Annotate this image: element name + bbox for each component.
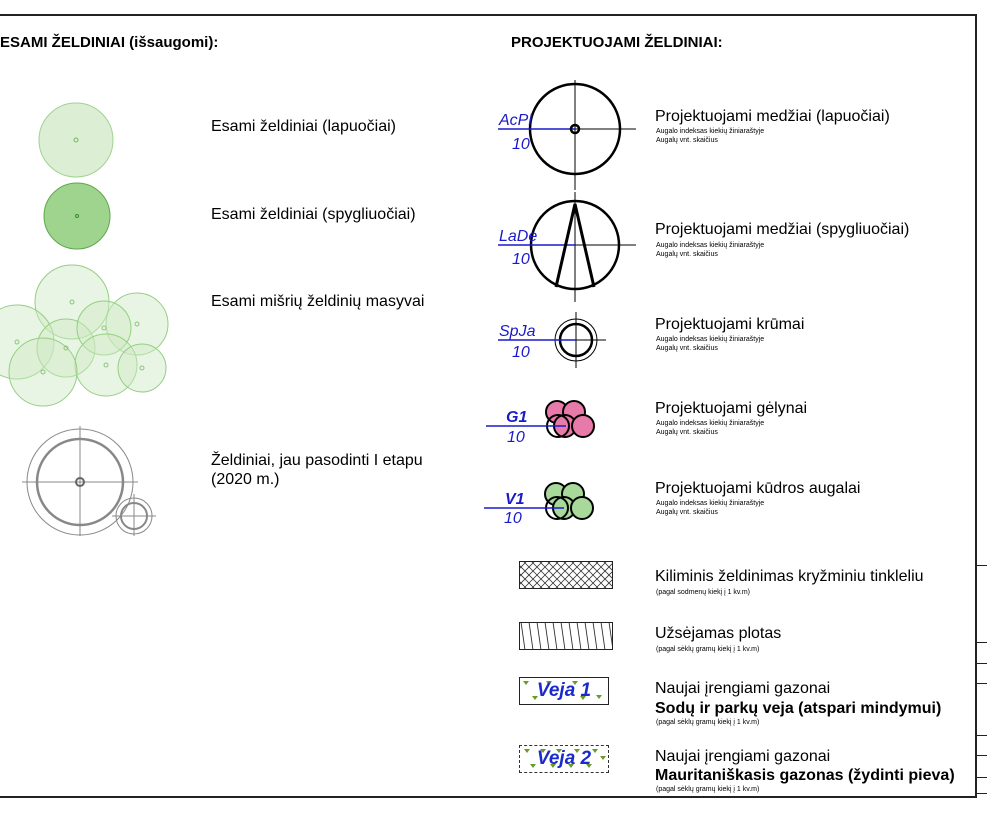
planted-stage-one-symbol [22, 426, 156, 536]
area-label-1: Užsėjamas plotas [655, 625, 782, 642]
lawn-1-symbol: Veja 1 [519, 677, 609, 705]
designed-note2-3: Augalų vnt. skaičius [656, 429, 718, 436]
designed-note1-3: Augalo indeksas kiekių žiniaraštyje [656, 420, 765, 427]
area-note-1: (pagal sėklų gramų kiekį į 1 kv.m) [656, 646, 760, 653]
qty-label: 10 [504, 510, 522, 527]
seeding-area-symbol [519, 622, 613, 650]
area-label-3: Naujai įrengiami gazonai [655, 748, 831, 765]
code-label: LaDe [499, 228, 537, 245]
code-label: AcPl [498, 112, 532, 129]
area-note-2: (pagal sėklų gramų kiekį į 1 kv.m) [656, 719, 760, 726]
area-note-3: (pagal sėklų gramų kiekį į 1 kv.m) [656, 786, 760, 793]
designed-note2-0: Augalų vnt. skaičius [656, 137, 718, 144]
code-label: G1 [506, 409, 527, 426]
designed-flowerbed-symbol: G1 10 [486, 400, 595, 446]
designed-note2-1: Augalų vnt. skaičius [656, 251, 718, 258]
designed-note1-1: Augalo indeksas kiekių žiniaraštyje [656, 242, 765, 249]
title-block-edge [977, 565, 987, 794]
lawn-2-code: Veja 2 [536, 748, 592, 769]
designed-label-4: Projektuojami kūdros augalai [655, 480, 861, 497]
lawn-sprout-marks [523, 681, 602, 700]
designed-deciduous-tree-symbol: AcPl 10 [498, 80, 636, 190]
existing-mixed-masses-symbol [0, 264, 169, 407]
area-bold-3: Mauritaniškasis gazonas (žydinti pieva) [655, 767, 955, 784]
designed-note1-2: Augalo indeksas kiekių žiniaraštyje [656, 336, 765, 343]
qty-label: 10 [507, 429, 525, 446]
existing-label-0: Esami želdiniai (lapuočiai) [211, 118, 396, 135]
area-label-0: Kiliminis želdinimas kryžminiu tinkleliu [655, 568, 924, 585]
lawn-2-symbol: Veja 2 [519, 745, 609, 773]
designed-label-3: Projektuojami gėlynai [655, 400, 808, 417]
area-label-2: Naujai įrengiami gazonai [655, 680, 831, 697]
designed-note2-2: Augalų vnt. skaičius [656, 345, 718, 352]
code-label: SpJa [499, 323, 536, 340]
existing-header: ESAMI ŽELDINIAI (išsaugomi): [0, 34, 219, 51]
existing-conifer-symbol [43, 182, 111, 250]
designed-note1-4: Augalo indeksas kiekių žiniaraštyje [656, 500, 765, 507]
existing-label-2: Esami mišrių želdinių masyvai [211, 293, 425, 310]
designed-label-2: Projektuojami krūmai [655, 316, 805, 333]
designed-note1-0: Augalo indeksas kiekių žiniaraštyje [656, 128, 765, 135]
existing-label-1: Esami želdiniai (spygliuočiai) [211, 206, 416, 223]
crosshatch-area-symbol [519, 561, 613, 589]
code-label: V1 [505, 491, 525, 508]
sheet-frame [0, 14, 977, 798]
area-note-0: (pagal sodmenų kiekį į 1 kv.m) [656, 589, 751, 596]
designed-note2-4: Augalų vnt. skaičius [656, 509, 718, 516]
designed-label-1: Projektuojami medžiai (spygliuočiai) [655, 221, 910, 238]
designed-header: PROJEKTUOJAMI ŽELDINIAI: [511, 34, 723, 51]
qty-label: 10 [512, 344, 530, 361]
designed-pond-plants-symbol: V1 10 [484, 482, 594, 527]
existing-label-3: Želdiniai, jau pasodinti I etapu (2020 m… [211, 452, 423, 488]
qty-label: 10 [512, 251, 530, 268]
meadow-sprout-marks [524, 749, 606, 768]
designed-shrub-symbol: SpJa 10 [498, 312, 606, 368]
designed-conifer-tree-symbol: LaDe 10 [498, 192, 636, 302]
area-bold-2: Sodų ir parkų veja (atspari mindymui) [655, 700, 942, 717]
existing-deciduous-symbol [38, 102, 114, 178]
lawn-1-code: Veja 1 [536, 680, 592, 701]
qty-label: 10 [512, 136, 530, 153]
designed-label-0: Projektuojami medžiai (lapuočiai) [655, 108, 890, 125]
